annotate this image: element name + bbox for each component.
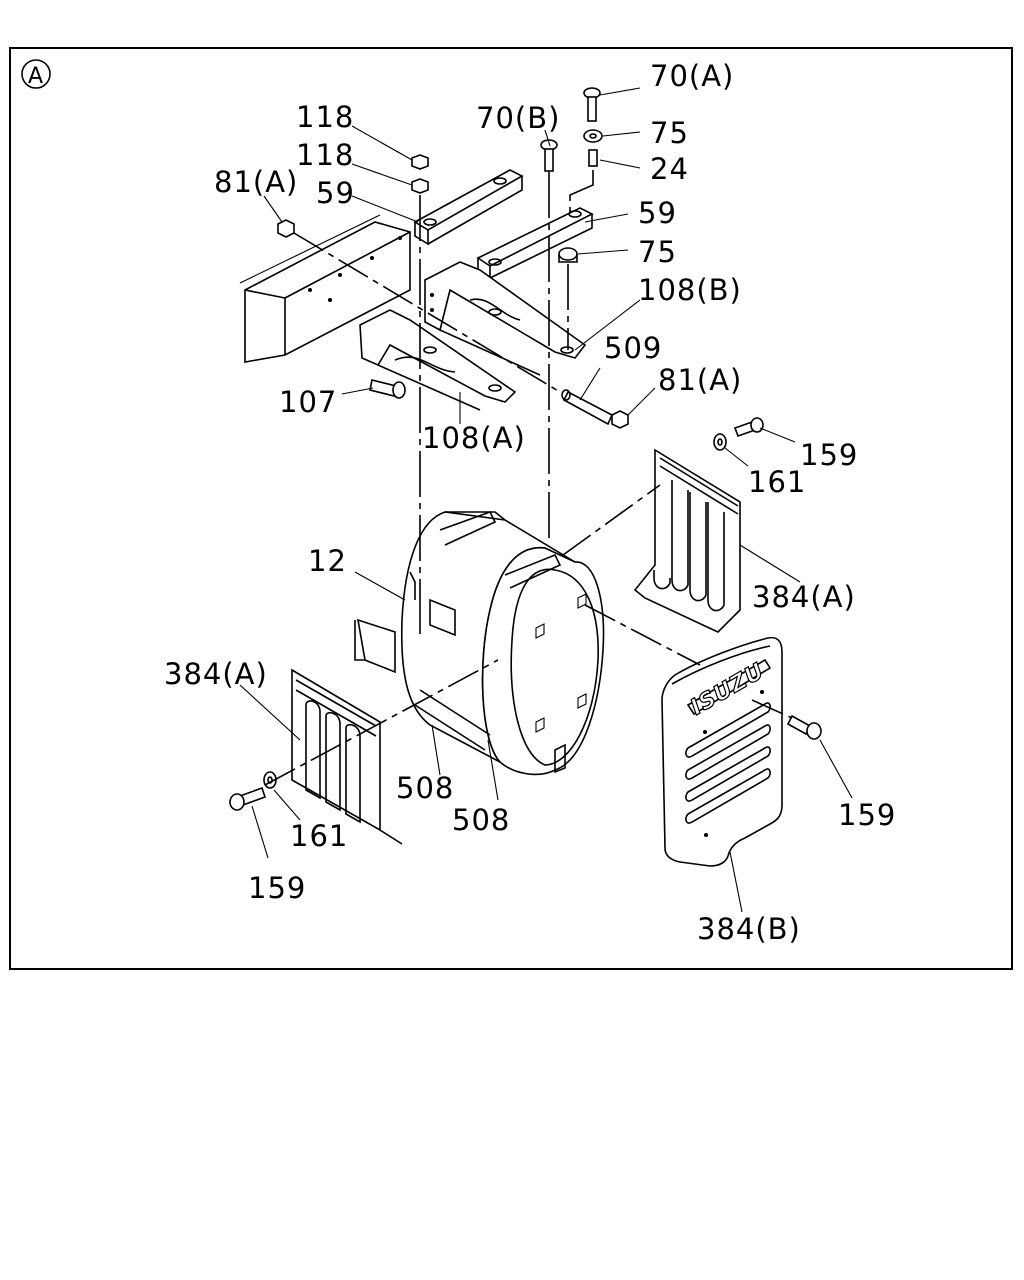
heat-shield-384a-left: [291, 668, 403, 845]
callout-108b: 108(B): [638, 273, 742, 307]
callout-24: 24: [650, 152, 689, 186]
callout-108a: 108(A): [422, 421, 526, 455]
bracket-59-right: [476, 207, 594, 280]
nut-81a-right: [611, 410, 629, 429]
bracket-108b: [424, 261, 587, 376]
bolt-159-left: [229, 786, 267, 811]
callout-75-top: 75: [650, 116, 689, 150]
heat-shield-384b: ISUZU: [661, 636, 783, 867]
callout-384b: 384(B): [697, 912, 801, 946]
bolt-70b: [540, 139, 558, 172]
bolt-159-right: [786, 714, 822, 740]
svg-text:A: A: [28, 64, 44, 89]
callout-75-mid: 75: [638, 235, 677, 269]
callout-508-right: 508: [452, 803, 510, 837]
washer-75-top: [583, 129, 603, 143]
view-marker: A: [21, 59, 51, 89]
assembly-center-lines: [264, 170, 793, 786]
callout-107: 107: [279, 385, 337, 419]
washer-75-mid: [558, 247, 578, 263]
bolt-107: [369, 379, 406, 399]
callout-384a-right: 384(A): [752, 580, 856, 614]
callout-59-left: 59: [316, 176, 355, 210]
callout-161-left: 161: [290, 819, 348, 853]
bolt-159-top-right: [733, 417, 764, 438]
callout-70b: 70(B): [476, 101, 560, 135]
spacer-24: [588, 149, 598, 167]
washer-161-right: [713, 433, 727, 451]
callout-labels: 70(A) 70(B) 75 24 59 75 108(B) 509 81(A)…: [164, 59, 896, 946]
bolt-70a: [583, 87, 601, 122]
diagram-frame: [9, 47, 1013, 970]
stud-509: [561, 389, 614, 426]
callout-81a-left: 81(A): [214, 165, 298, 199]
callout-159-top-right: 159: [800, 438, 858, 472]
leader-lines: [239, 87, 853, 913]
callout-12: 12: [308, 544, 347, 578]
heat-shield-384a-right: [633, 448, 741, 633]
nut-81a-left: [277, 219, 295, 238]
callout-159-right: 159: [838, 798, 896, 832]
callout-384a-left: 384(A): [164, 657, 268, 691]
bracket-59-left: [413, 169, 524, 246]
bracket-108a: [359, 309, 517, 411]
callout-81a-right: 81(A): [658, 363, 742, 397]
callout-118-top: 118: [296, 100, 354, 134]
callout-159-bottom-left: 159: [248, 871, 306, 905]
callout-161-right: 161: [748, 465, 806, 499]
callout-70a: 70(A): [650, 59, 734, 93]
callout-118-second: 118: [296, 138, 354, 172]
muffler-12: [354, 511, 605, 776]
callout-59-right: 59: [638, 196, 677, 230]
callout-509: 509: [604, 331, 662, 365]
nut-118-top: [411, 154, 429, 170]
callout-508-left: 508: [396, 771, 454, 805]
nut-118-second: [411, 178, 429, 194]
